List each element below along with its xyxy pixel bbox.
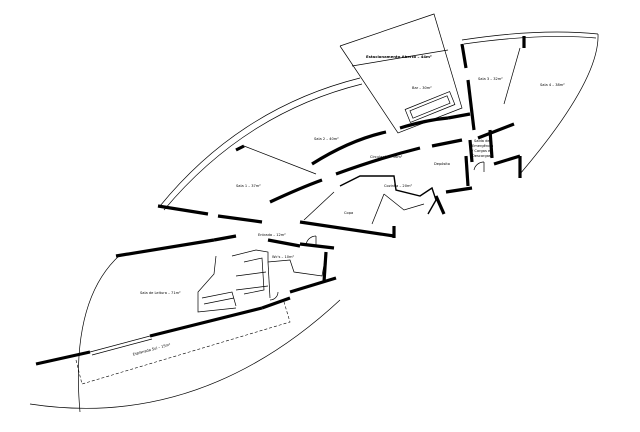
label-sala-leitura: Sala de Leitura – 71m² (140, 291, 181, 295)
wall-copa-south (299, 220, 395, 238)
door-swing-exit (473, 161, 485, 171)
wall-south-center2 (261, 296, 291, 310)
label-deposito: Depósito (434, 162, 450, 166)
label-estacionamento: Estacionamento Aberto – 44m² (366, 54, 432, 59)
label-saida-line2: Emergência (472, 144, 493, 148)
wall-entrada-west (213, 234, 237, 242)
label-bar: Bar – 30m² (412, 86, 432, 90)
label-cozinha: Cozinha – 20m² (384, 184, 413, 188)
kitchen-inner-outline (339, 175, 437, 215)
wc-divider-1 (235, 271, 267, 277)
glazing-south (89, 335, 151, 353)
wc-divider-2 (235, 285, 269, 291)
wall-s1-s2 (243, 145, 317, 175)
east-arc (519, 33, 599, 175)
label-circulacao: Circulação – 16m² (370, 155, 403, 159)
wall-deposito-south (445, 186, 473, 194)
circulation-inner-wall-2 (399, 116, 449, 130)
wall-south-east (289, 276, 337, 294)
leitura-inner-wall (197, 255, 237, 313)
label-sala2: Sala 2 – 40m² (314, 137, 339, 141)
wc-divider-3 (267, 261, 271, 299)
copa-divider (371, 193, 385, 225)
wall-leitura-north (115, 238, 215, 258)
circulation-inner-wall-1 (311, 130, 387, 166)
wall-s3-south (477, 122, 515, 140)
wall-s1-s2-top (235, 144, 245, 152)
bar-partition (351, 49, 449, 67)
stair-step (203, 297, 235, 305)
wall-wc-east (322, 251, 328, 283)
circulation-outer-wall-1 (269, 178, 323, 204)
wall-s3-west-lower (466, 79, 476, 131)
label-entrada: Entrada – 12m² (258, 233, 286, 237)
wall-entrada-east (299, 242, 335, 250)
wall-deposito-north (431, 138, 463, 148)
wall-entrada-north (267, 238, 301, 248)
wall-south-west (35, 350, 91, 366)
door-swing-entrada (305, 235, 317, 247)
label-esplanada: Esplanada Sul – 15m² (132, 342, 171, 356)
outer-north-arc (461, 31, 599, 41)
label-sala3: Sala 3 – 32m² (478, 77, 503, 81)
label-saida-line3: / Cargas e (472, 149, 491, 153)
wall-bar-south (447, 112, 471, 120)
wall-exit-west (468, 139, 474, 163)
wall-kitchen-east (434, 195, 446, 215)
wall-s4-south (493, 154, 521, 166)
leitura-stairs (201, 291, 237, 307)
door-swing-wc (269, 291, 279, 301)
wall-sala1-west (157, 204, 209, 216)
bar-counter (404, 91, 456, 123)
wall-s3-west (460, 43, 468, 69)
label-sala1: Sala 1 – 37m² (236, 184, 261, 188)
wall-s3-s4 (503, 47, 521, 105)
wc-outline (231, 249, 327, 277)
outer-arc-wall-upper-inner (163, 83, 363, 211)
outer-arc-wall-upper (159, 77, 361, 207)
label-wc: Wc's – 10m² (272, 255, 295, 259)
circulation-outer-wall-2 (335, 146, 421, 176)
wall-deposito-east (464, 155, 470, 187)
wall-south-center (149, 306, 263, 338)
wall-sala1-south (217, 214, 263, 224)
wall-exit-east (488, 129, 494, 159)
bar-counter-inner (409, 95, 451, 119)
outer-arc-wall (78, 254, 121, 413)
label-saida-line1: Saída de (474, 139, 490, 143)
glazing-south-2 (91, 338, 153, 356)
kitchen-counter (383, 193, 425, 211)
wc-inner (243, 257, 265, 295)
parking-outline (339, 13, 463, 134)
label-sala4: Sala 4 – 38m² (540, 83, 565, 87)
south-lawn-arc (29, 299, 341, 409)
esplanada-outline (75, 301, 291, 385)
label-saida-line4: Descargas (472, 154, 491, 158)
label-copa: Copa (344, 211, 353, 215)
copa-counter (303, 191, 335, 221)
outer-north-arc-inner (463, 36, 597, 45)
